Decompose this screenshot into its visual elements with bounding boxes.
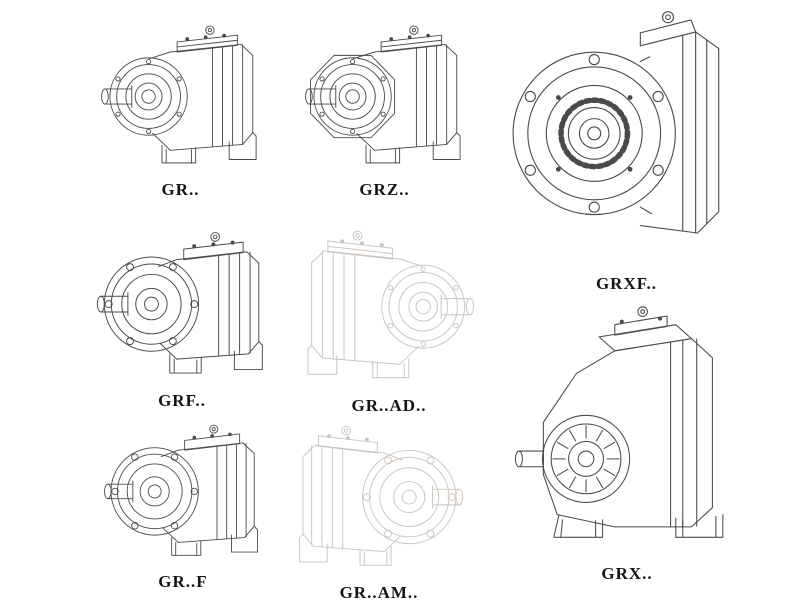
figure-grf: GRF..: [86, 214, 278, 411]
gearbox-grad-drawing: [307, 230, 475, 379]
gearbox-grx-drawing: [514, 306, 724, 538]
label-grfoot: GR..F: [158, 572, 208, 591]
label-grad: GR..AD..: [351, 396, 427, 415]
figure-gram: GR..AM..: [284, 408, 474, 600]
figure-gr: GR..: [88, 10, 273, 200]
label-grf: GRF..: [158, 391, 206, 410]
figure-grx: GRX..: [505, 300, 749, 584]
label-grxf: GRXF..: [595, 274, 658, 293]
gearbox-grfoot-drawing: [104, 424, 258, 556]
figure-grxf: GRXF..: [502, 4, 751, 294]
figure-grfoot: GR..F: [94, 408, 272, 592]
gearbox-grxf-drawing: [502, 4, 751, 272]
figure-grad: GR..AD..: [290, 214, 488, 416]
label-grz: GRZ..: [359, 180, 410, 199]
gearbox-grz-drawing: [305, 25, 461, 164]
label-gr: GR..: [161, 180, 200, 199]
label-gram: GR..AM..: [339, 583, 419, 600]
label-grx: GRX..: [601, 564, 653, 583]
figure-grz: GRZ..: [292, 10, 477, 200]
gearbox-gr-drawing: [101, 25, 257, 164]
gearbox-grf-drawing: [96, 232, 263, 374]
gearbox-gram-drawing: [299, 425, 464, 566]
